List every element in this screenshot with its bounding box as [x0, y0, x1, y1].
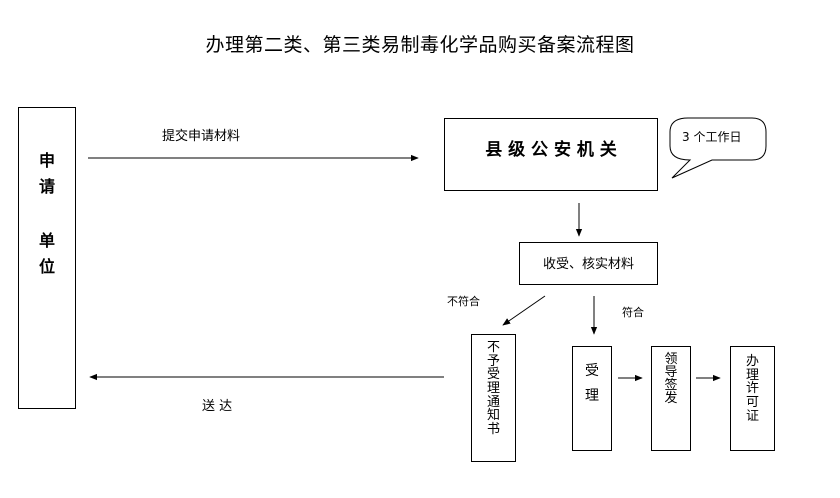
accept-box: 受理 [572, 346, 612, 451]
review-label: 收受、核实材料 [542, 257, 634, 272]
collect-box: 领导签发 [651, 346, 691, 451]
page-title: 办理第二类、第三类易制毒化学品购买备案流程图 [205, 34, 635, 56]
rejection-notice-box: 不予受理通知书 [471, 334, 516, 462]
deliver-label: 送 达 [202, 399, 233, 414]
permit-box: 办理许可证 [730, 346, 775, 451]
accept-label: 受理 [585, 363, 599, 405]
applicant-line1: 申请 [39, 151, 56, 196]
applicant-unit-box: 申请 单位 [18, 107, 76, 409]
applicant-line2: 单位 [39, 231, 56, 276]
rejection-notice-label: 不予受理通知书 [486, 340, 500, 437]
permit-label: 办理许可证 [745, 354, 759, 424]
meet-label: 符合 [622, 306, 644, 319]
agency-label: 县 级 公 安 机 关 [485, 140, 617, 160]
review-box: 收受、核实材料 [519, 242, 658, 285]
collect-label: 领导签发 [664, 352, 678, 406]
submit-label: 提交申请材料 [162, 129, 241, 144]
time-note-label: 3 个工作日 [682, 130, 742, 144]
agency-box: 县 级 公 安 机 关 [444, 118, 658, 191]
not-meet-label: 不符合 [447, 295, 480, 308]
time-note-bubble [669, 117, 767, 179]
not-meet-arrow [502, 295, 546, 326]
